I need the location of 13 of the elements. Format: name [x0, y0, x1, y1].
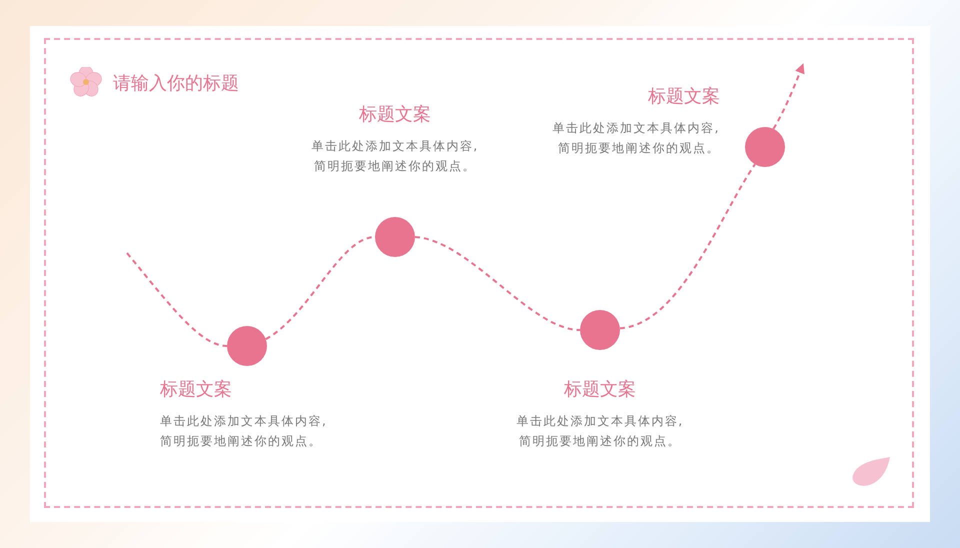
dashed-curve — [772, 63, 804, 130]
milestone-heading: 标题文案 — [358, 103, 432, 126]
dashed-curve — [620, 164, 756, 330]
milestone-description: 单击此处添加文本具体内容,简明扼要地阐述你的观点。 — [515, 413, 685, 450]
milestone-heading: 标题文案 — [647, 85, 720, 108]
milestone-heading: 标题文案 — [160, 378, 233, 401]
milestone-heading: 标题文案 — [563, 378, 637, 401]
dashed-curve — [414, 236, 580, 331]
dashed-curve — [126, 252, 228, 347]
milestone-description: 单击此处添加文本具体内容,简明扼要地阐述你的观点。 — [310, 138, 480, 175]
slide-title: 请输入你的标题 — [113, 72, 239, 95]
milestone-description: 单击此处添加文本具体内容,简明扼要地阐述你的观点。 — [552, 120, 720, 157]
milestone-description: 单击此处添加文本具体内容,简明扼要地阐述你的观点。 — [160, 413, 328, 450]
